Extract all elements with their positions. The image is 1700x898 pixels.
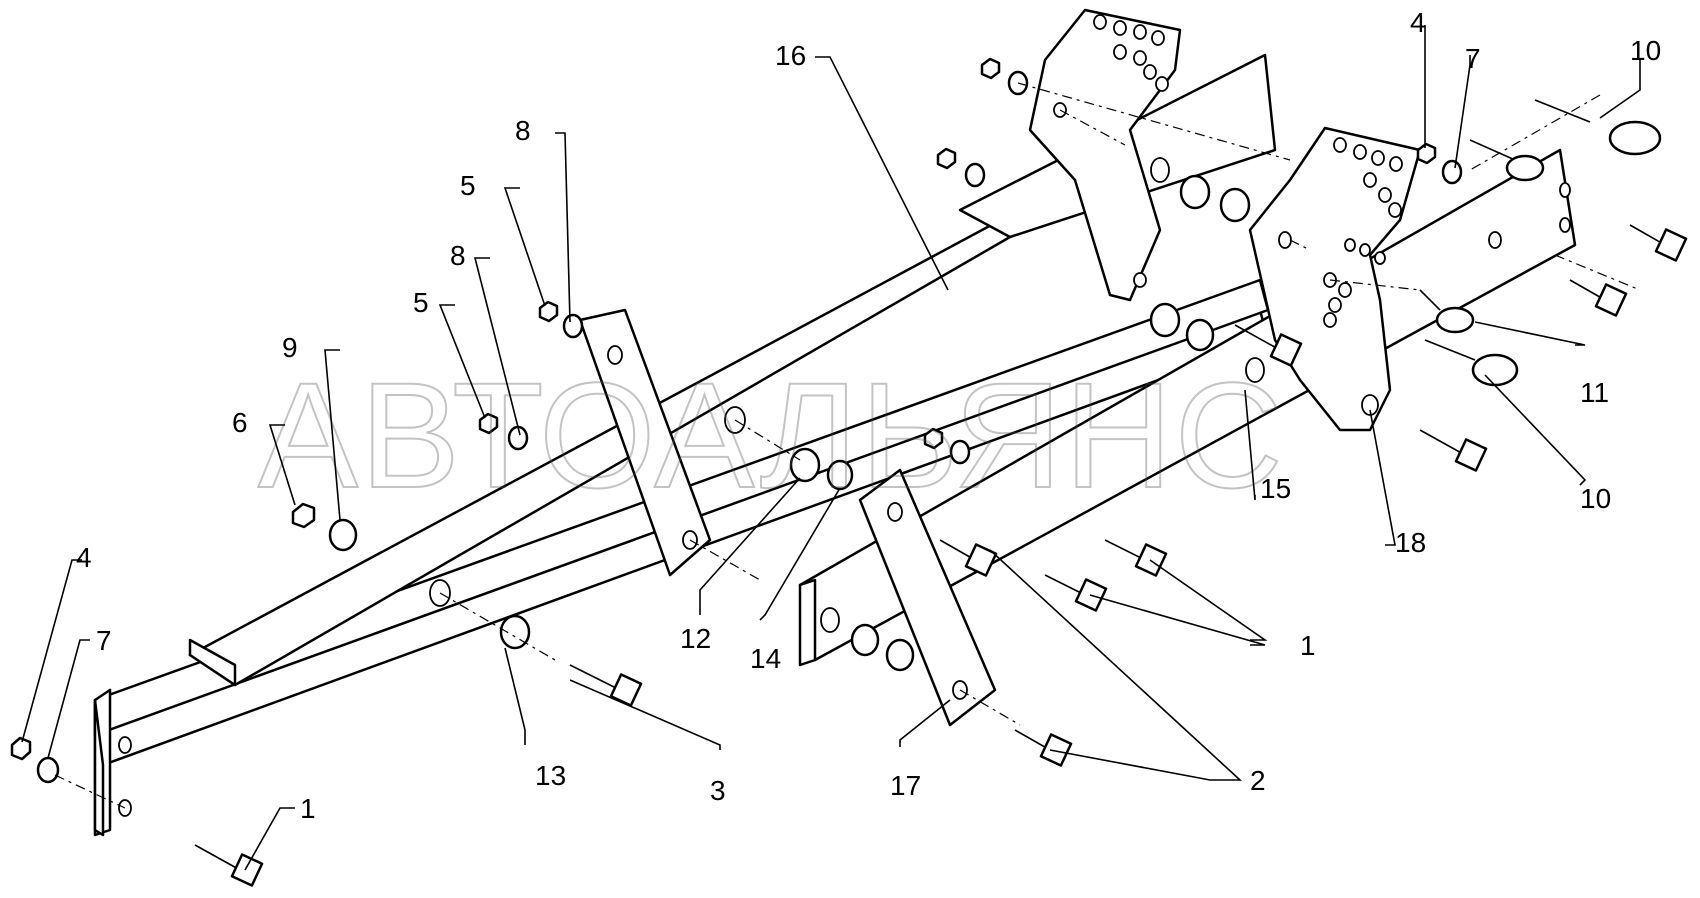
watermark: АВТОАЛЬЯНС [258,351,1285,519]
nut-4-left-icon [10,736,32,761]
callout-8-lower: 8 [450,240,466,271]
callout-6: 6 [232,407,248,438]
callout-16: 16 [775,40,806,71]
callout-3: 3 [710,775,726,806]
bolt-rear-c-icon [1629,224,1688,262]
linch-pin-upper-icon [1469,139,1545,182]
callout-1-left: 1 [300,793,316,824]
bolt-front-left-icon [194,844,264,887]
callout-1-right: 1 [1300,630,1316,661]
callout-8-upper: 8 [515,115,531,146]
nut-mid-icon [923,427,944,450]
nut-5b-icon [478,412,499,435]
callout-7-left: 7 [96,625,112,656]
axis-lines [54,82,1641,809]
washer-7-left-icon [36,756,60,784]
callout-17: 17 [890,770,921,801]
callout-labels: 4 7 9 6 5 8 5 8 16 12 14 13 3 17 2 1 1 1… [76,7,1661,824]
strap-small [578,308,712,577]
callout-18: 18 [1395,527,1426,558]
nuts-washers [10,57,1463,784]
bolts [194,224,1688,887]
pins [1419,99,1662,387]
bolt-1b-icon [1104,539,1168,577]
bolt-1a-icon [1044,574,1108,612]
leader-lines [21,25,1641,871]
callout-15: 15 [1260,473,1291,504]
strap-17 [858,468,997,727]
callout-2: 2 [1250,765,1266,796]
perforated-plate-upper [1028,8,1182,302]
callout-10-upper: 10 [1630,35,1661,66]
washer-8a-icon [562,313,584,339]
bolt-rear-a-icon [1419,429,1488,472]
bolt-15-icon [1234,324,1303,367]
linch-pin-lower-11-icon [1419,289,1475,334]
bolt-2b-icon [1014,729,1073,767]
callout-12: 12 [680,623,711,654]
callout-7-right: 7 [1465,43,1481,74]
callout-13: 13 [535,760,566,791]
washer-9-icon [328,518,358,552]
nut-6-icon [291,502,316,529]
ring-pin-10-lower-icon [1424,339,1519,387]
callout-5-lower: 5 [413,287,429,318]
callout-11: 11 [1580,377,1609,408]
callout-4-right: 4 [1410,7,1426,38]
bolt-rear-b-icon [1569,279,1628,317]
callout-9: 9 [282,332,298,363]
ring-pin-10-upper-icon [1534,99,1662,156]
bolt-3-icon [569,664,643,707]
callout-5-upper: 5 [460,170,476,201]
bolt-2a-icon [939,539,998,577]
nut-4-right-icon [1416,142,1437,165]
nut-5a-icon [538,300,559,323]
bushings [499,174,1251,672]
washer-7-right-icon [1441,159,1463,185]
callout-10-lower: 10 [1580,483,1611,514]
callout-4-left: 4 [76,542,92,573]
callout-14: 14 [750,643,781,674]
